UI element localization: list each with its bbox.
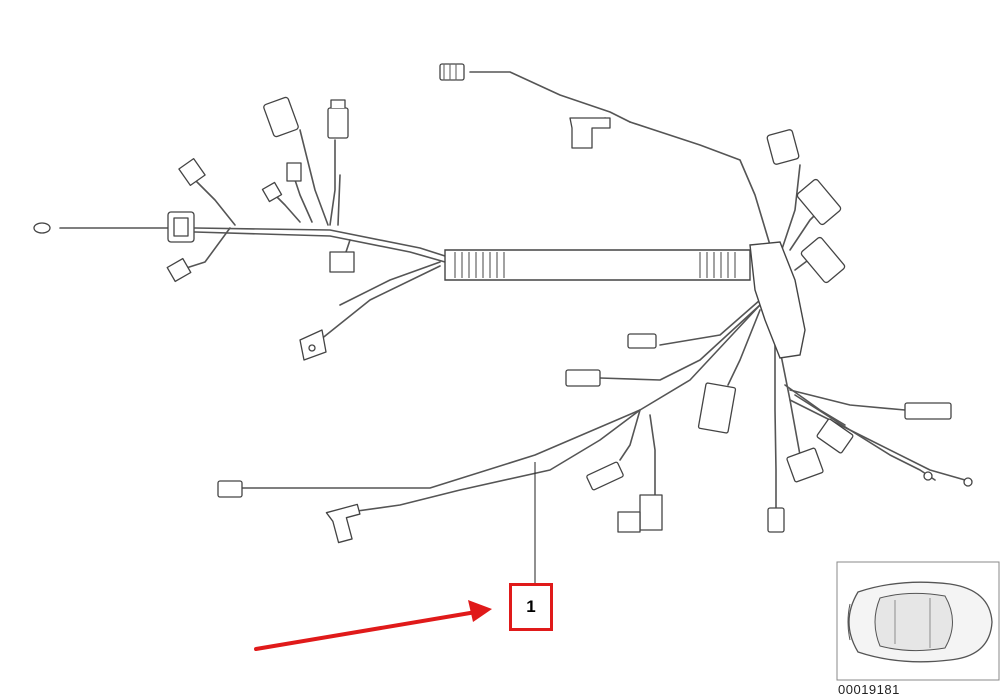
corrugated-tube bbox=[444, 241, 806, 359]
harness-wires bbox=[59, 71, 966, 513]
connectors bbox=[33, 63, 973, 544]
car-outline-icon bbox=[836, 561, 1000, 681]
red-arrow-icon bbox=[254, 600, 492, 651]
ring-terminal-icon bbox=[33, 222, 51, 234]
part-callout[interactable]: 1 bbox=[509, 583, 553, 631]
callout-number: 1 bbox=[526, 597, 536, 616]
diagram-reference-number: 00019181 bbox=[838, 682, 900, 697]
